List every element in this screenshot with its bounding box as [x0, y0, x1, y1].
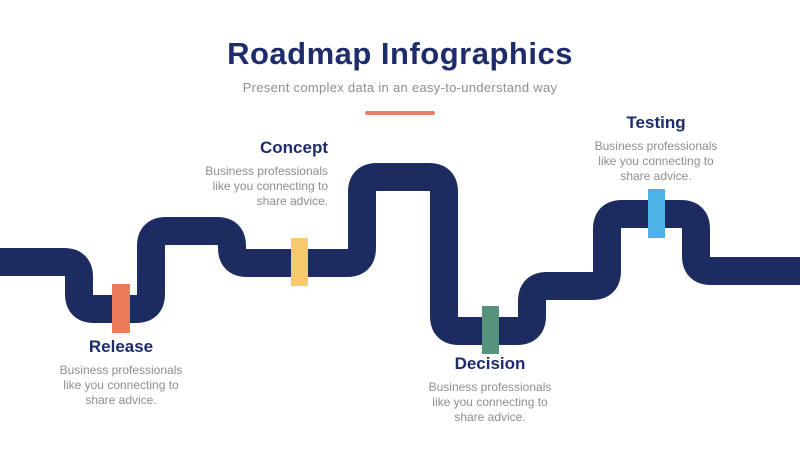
milestone-testing-description: Business professionals like you connecti… [594, 139, 718, 183]
release-marker [112, 284, 130, 333]
page-title: Roadmap Infographics [227, 36, 573, 71]
milestone-release: Release Business professionals like you … [51, 337, 191, 408]
milestone-concept-description: Business professionals like you connecti… [205, 164, 328, 208]
milestone-decision-label: Decision [454, 354, 526, 373]
milestone-concept: Concept Business professionals like you … [188, 138, 328, 209]
testing-marker [648, 189, 665, 238]
milestone-testing-label: Testing [626, 113, 686, 132]
milestone-release-description: Business professionals like you connecti… [59, 363, 183, 407]
page-subtitle: Present complex data in an easy-to-under… [242, 80, 558, 95]
decision-marker [482, 306, 499, 354]
milestone-decision-description: Business professionals like you connecti… [428, 380, 552, 424]
concept-marker [291, 238, 308, 286]
milestone-decision: Decision Business professionals like you… [420, 354, 560, 425]
subtitle-accent-bar [365, 111, 435, 115]
milestone-release-label: Release [88, 337, 154, 356]
road-path [0, 163, 800, 345]
milestone-concept-label: Concept [260, 138, 328, 157]
milestone-testing: Testing Business professionals like you … [586, 113, 726, 184]
